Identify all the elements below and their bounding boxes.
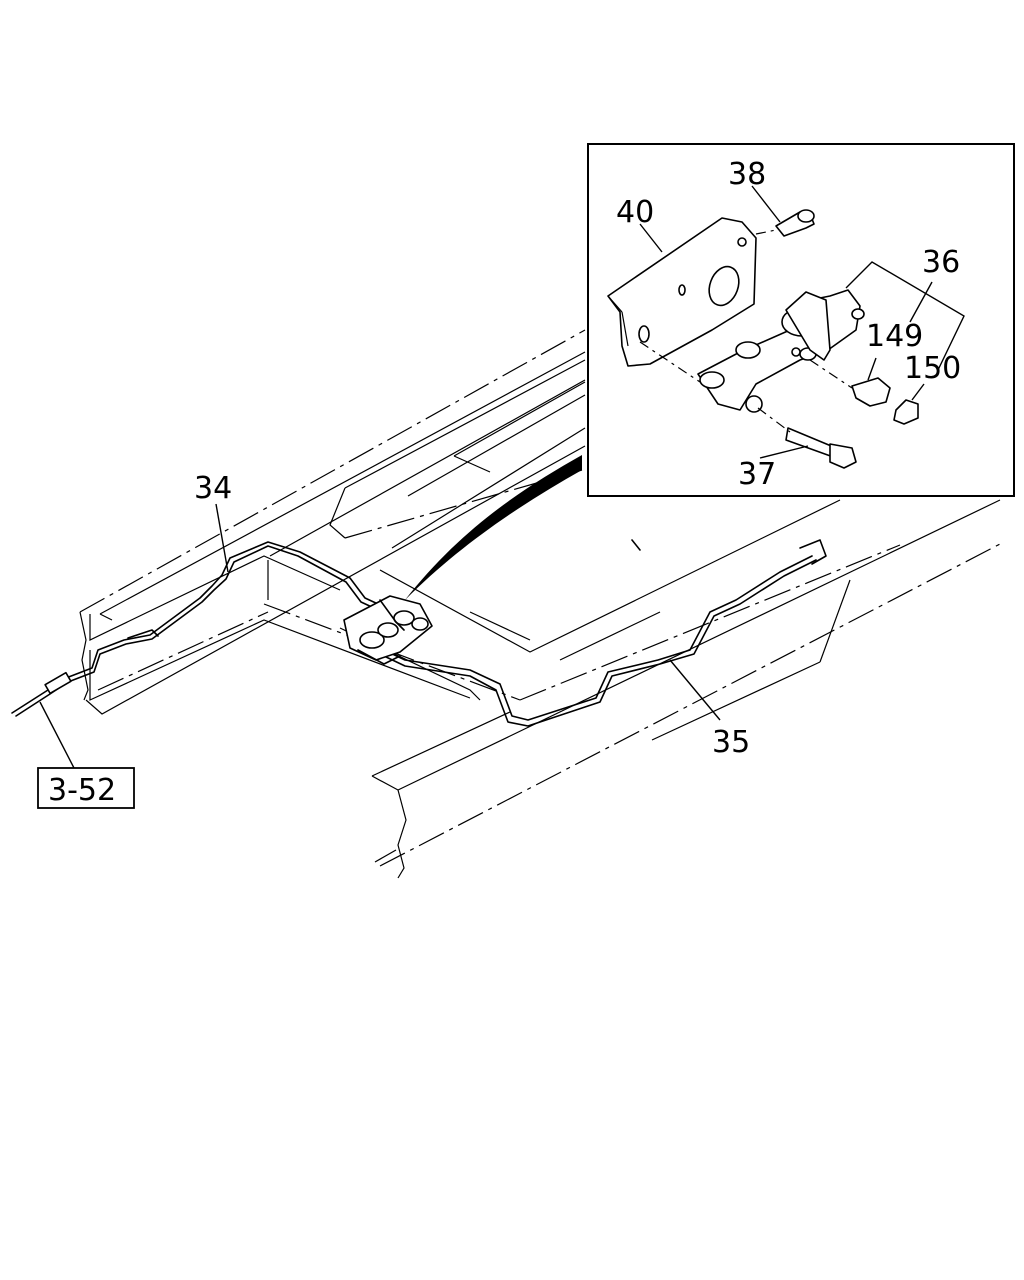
callout-35: 35 (712, 725, 750, 760)
callout-40: 40 (616, 195, 654, 230)
clutch-pipe-34 (11, 541, 379, 717)
callout-150: 150 (904, 351, 961, 386)
callout-36: 36 (922, 245, 960, 280)
clutch-master-cylinder (343, 595, 433, 665)
inset-parts (607, 209, 919, 469)
callout-38: 38 (728, 157, 766, 192)
callout-37: 37 (738, 457, 776, 492)
reference-label: 3-52 (48, 773, 116, 808)
frame-chassis (79, 329, 1001, 879)
clutch-pipe-35 (383, 539, 827, 727)
callout-149: 149 (866, 319, 923, 354)
callout-34: 34 (194, 471, 232, 506)
leader-lines (39, 185, 965, 769)
reference-box-3-52[interactable]: 3-52 (37, 767, 135, 809)
inset-pointer-wedge (405, 455, 582, 600)
